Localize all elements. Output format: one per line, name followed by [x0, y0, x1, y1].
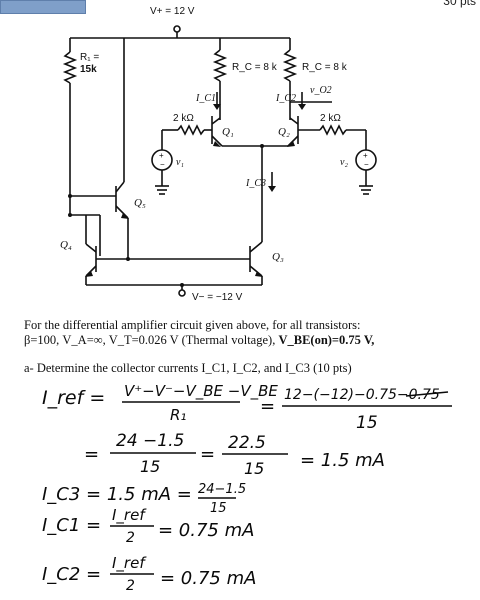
q4-label: Q₄ — [60, 239, 72, 251]
vpos-label: V+ = 12 V — [150, 6, 195, 17]
q5-label: Q₅ — [134, 197, 146, 209]
q1-emitter-arrow — [213, 141, 221, 147]
ic3-equation: I_C3 = 1.5 mA = — [42, 484, 192, 505]
circuit-diagram: +− +− V+ = 12 V V− = −12 V R₁ = 15k R_C … — [60, 6, 377, 303]
ic1-lhs: I_C1 = — [42, 515, 101, 536]
rb1-resistor — [177, 124, 205, 136]
ic2-result: = 0.75 mA — [160, 568, 256, 589]
q1-label: Q₁ — [222, 126, 234, 138]
q2-emitter-arrow — [287, 141, 295, 147]
step2-equals-2: = — [200, 444, 215, 465]
r1-value: 15k — [80, 64, 97, 75]
iref-lhs: I_ref = — [42, 387, 105, 409]
iref-result: = 1.5 mA — [300, 450, 385, 471]
ic1-result: = 0.75 mA — [158, 520, 254, 541]
q4-emitter-arrow — [85, 271, 93, 277]
step2-numerator-2: 22.5 — [228, 433, 266, 453]
iref-numerator: V⁺−V⁻−V_BE −V_BE — [124, 382, 278, 401]
problem-statement: For the differential amplifier circuit g… — [24, 318, 474, 348]
ic2-denominator: 2 — [126, 578, 135, 594]
ic2-numerator: I_ref — [112, 554, 147, 573]
ic1-numerator: I_ref — [112, 506, 147, 525]
blue-header-tab — [0, 0, 86, 14]
step2-denominator-2: 15 — [244, 459, 264, 478]
iref-denominator: R₁ — [170, 406, 186, 424]
svg-text:−: − — [160, 160, 165, 169]
svg-text:+: + — [363, 151, 368, 160]
ic3-label: I_C3 — [245, 178, 266, 189]
svg-text:−: − — [364, 160, 369, 169]
vo2-label: v_O2 — [310, 85, 332, 96]
vneg-label: V− = −12 V — [192, 292, 243, 303]
rb2-resistor — [319, 124, 347, 136]
r1-resistor — [62, 51, 78, 84]
step2-denominator: 15 — [140, 457, 160, 476]
vneg-terminal — [178, 289, 186, 297]
iref-numerator-values: 12−(−12)−0.75−0.75 — [284, 387, 440, 403]
v2-label: v₂ — [340, 157, 348, 168]
points-label: 30 pts — [443, 0, 476, 8]
problem-line-2: β=100, V_A=∞, V_T=0.026 V (Thermal volta… — [24, 333, 474, 348]
rb2-label: 2 kΩ — [320, 113, 341, 124]
rb1-label: 2 kΩ — [173, 113, 194, 124]
r1-label: R₁ = — [80, 52, 99, 63]
part-a-question: a- Determine the collector currents I_C1… — [24, 361, 352, 375]
rc2-resistor — [282, 49, 298, 82]
problem-line-1: For the differential amplifier circuit g… — [24, 318, 361, 332]
vbe-on-value: V_BE(on)=0.75 V, — [278, 333, 375, 347]
ic2-label: I_C2 — [275, 93, 296, 104]
ic1-label: I_C1 — [195, 93, 216, 104]
svg-text:+: + — [159, 151, 164, 160]
step2-numerator: 24 −1.5 — [116, 431, 184, 451]
rc2-label: R_C = 8 k — [302, 62, 348, 73]
q3-label: Q₃ — [272, 251, 284, 263]
q3-emitter-arrow — [255, 271, 263, 277]
iref-equals: = — [260, 396, 275, 417]
iref-denominator-value: 15 — [356, 413, 378, 433]
q5-emitter-arrow — [121, 213, 129, 219]
step2-equals: = — [84, 444, 99, 465]
ic3-denominator: 15 — [210, 501, 227, 516]
ic1-denominator: 2 — [126, 530, 135, 546]
rc1-label: R_C = 8 k — [232, 62, 278, 73]
problem-params: β=100, V_A=∞, V_T=0.026 V (Thermal volta… — [24, 333, 279, 347]
q2-label: Q₂ — [278, 126, 290, 138]
ic3-numerator: 24−1.5 — [198, 482, 246, 497]
rc1-resistor — [212, 49, 228, 82]
ic2-lhs: I_C2 = — [42, 564, 101, 585]
v1-label: v₁ — [176, 157, 184, 168]
